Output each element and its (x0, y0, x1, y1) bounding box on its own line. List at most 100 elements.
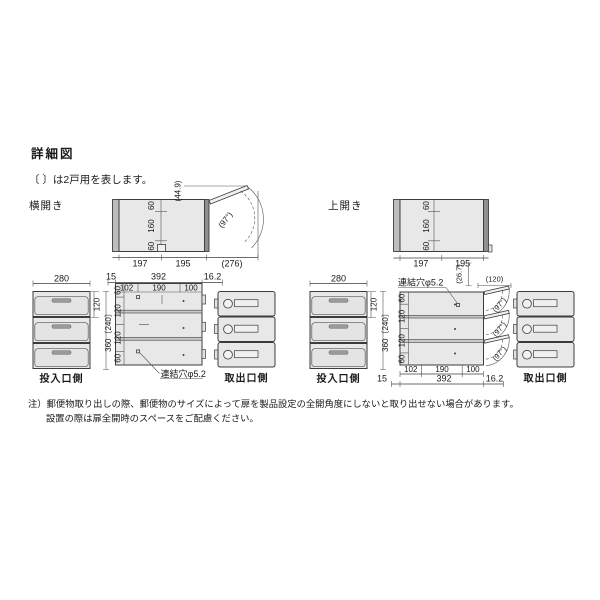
bracket-note: 〔 〕は2戸用を表します。 (29, 173, 152, 186)
width-dimension: 280 (309, 274, 368, 287)
dim-label: 392 (151, 272, 166, 282)
side-opening-rear-view: 102 190 100 60 120 120 60 (113, 283, 206, 379)
inlet-unit (32, 291, 91, 317)
top-opening-side-view: 連結穴φ5.2 (26.7) (120) 60 120 12 (377, 262, 512, 387)
header: 詳細図 〔 〕は2戸用を表します。 (29, 146, 152, 186)
connection-hole (136, 349, 141, 354)
depth-label: 160 (422, 219, 431, 233)
depth-label: 60 (147, 201, 156, 210)
side-opening-group: 横開き 60 160 60 (44.9) (97°) (29, 180, 276, 385)
inlet-unit (32, 317, 91, 343)
outlet-unit (214, 342, 276, 368)
dim-label: 60 (398, 293, 407, 302)
unit-separator (399, 315, 484, 319)
top-opening-outlet-view: 取出口側 (513, 291, 575, 385)
cabinet-back-strip (112, 199, 120, 252)
outlet-unit (214, 316, 276, 342)
cabinet-body (118, 199, 205, 252)
cabinet-back-strip (393, 199, 401, 252)
open-door-panel (208, 184, 250, 205)
door-swing-arc (247, 186, 264, 249)
outlet-unit (513, 291, 575, 317)
depth-label: 60 (422, 201, 431, 210)
latch-tab (488, 244, 493, 253)
outlet-unit (513, 316, 575, 342)
top-opening-inlet-view: 280 120 360〔240〕 投入口側 (309, 274, 390, 385)
dim-label: 120 (113, 331, 122, 345)
dim-label: 195 (455, 259, 470, 269)
depth-dimension: 60 160 60 (422, 200, 440, 252)
width-dimension: 280 (32, 274, 91, 287)
hinge-tab (201, 321, 206, 332)
dim-label: (26.7) (455, 264, 464, 284)
dim-label: 102 (404, 365, 418, 374)
top-opening-top-view: 60 160 60 197 195 (393, 199, 493, 269)
connection-hole (136, 295, 141, 300)
hole-label: 連結穴φ5.2 (161, 368, 206, 379)
cabinet-body (399, 199, 484, 252)
depth-dimension: 60 160 60 (147, 200, 167, 252)
inlet-caption: 投入口側 (317, 372, 361, 385)
height-dimensions: 120 360〔240〕 (368, 291, 390, 370)
hole-callout: 連結穴φ5.2 (398, 277, 460, 307)
side-opening-outlet-view: 取出口側 (214, 291, 276, 385)
dim-label: (276) (221, 259, 242, 269)
dim-label: 15 (377, 374, 387, 384)
outlet-unit (513, 342, 575, 368)
inlet-unit (309, 343, 368, 369)
side-opening-inlet-view: 280 120 360〔240〕 投入口側 (32, 274, 113, 385)
dim-label: 120 (93, 297, 102, 311)
cabinet-body (399, 291, 484, 366)
side-opening-heading: 横開き (29, 199, 64, 212)
dim-label: 60 (398, 354, 407, 363)
dim-label: 120 (398, 309, 407, 323)
door-clearance-label: (44.9) (174, 180, 183, 201)
center-mark (454, 303, 456, 306)
dim-label: 360〔240〕 (381, 309, 390, 352)
footnote-line1: 注）郵便物取り出しの際、郵便物のサイズによって扉を製品設定の全開角度にしないと取… (28, 398, 519, 409)
top-opening-heading: 上開き (328, 200, 363, 212)
dim-label: 190 (152, 283, 166, 292)
depth-label: 160 (147, 219, 156, 233)
door-swing-arc-dashed (240, 190, 256, 244)
dim-label: 102 (120, 283, 134, 292)
inlet-unit (309, 291, 368, 317)
hole-callout: 連結穴φ5.2 (139, 352, 206, 379)
dim-label: 280 (54, 274, 69, 284)
side-opening-top-view: 60 160 60 (44.9) (97°) 197 195 (276) (106, 180, 264, 286)
inlet-unit (32, 343, 91, 369)
dim-label: 60 (113, 285, 122, 294)
outlet-unit (214, 291, 276, 317)
door-open-angle-label: (97°) (217, 210, 235, 230)
dim-label: 16.2 (204, 272, 222, 282)
row-dimensions: 60 120 120 60 (113, 283, 125, 365)
overall-width-row: 15 392 16.2 (106, 272, 223, 286)
top-opening-group: 上開き 60 160 60 197 195 (309, 199, 575, 387)
width-dimension-row: 197 195 (276) (112, 254, 259, 269)
center-mark (454, 328, 456, 330)
footnote: 注）郵便物取り出しの際、郵便物のサイズによって扉を製品設定の全開角度にしないと取… (28, 398, 519, 424)
dim-label: 197 (132, 259, 147, 269)
slot-notch (157, 244, 166, 252)
inlet-unit (309, 317, 368, 343)
dim-label: (120) (486, 275, 504, 284)
center-mark (182, 300, 185, 302)
hinge-tab (201, 349, 206, 359)
dim-label: 120 (398, 333, 407, 347)
depth-label: 60 (147, 241, 156, 250)
cabinet-body (115, 283, 203, 366)
dim-label: 190 (435, 365, 449, 374)
inlet-caption: 投入口側 (40, 372, 84, 385)
width-dimension-row: 197 195 (393, 255, 489, 269)
page-title: 詳細図 (31, 146, 75, 161)
dim-label: 60 (113, 353, 122, 362)
dim-label: 120 (370, 297, 379, 311)
dim-label: 15 (106, 272, 116, 282)
door-swing (483, 334, 510, 367)
unit-separator (115, 309, 203, 314)
dim-label: 392 (436, 374, 451, 384)
column-dimensions: 102 190 100 (115, 283, 202, 293)
hole-label: 連結穴φ5.2 (398, 277, 443, 288)
